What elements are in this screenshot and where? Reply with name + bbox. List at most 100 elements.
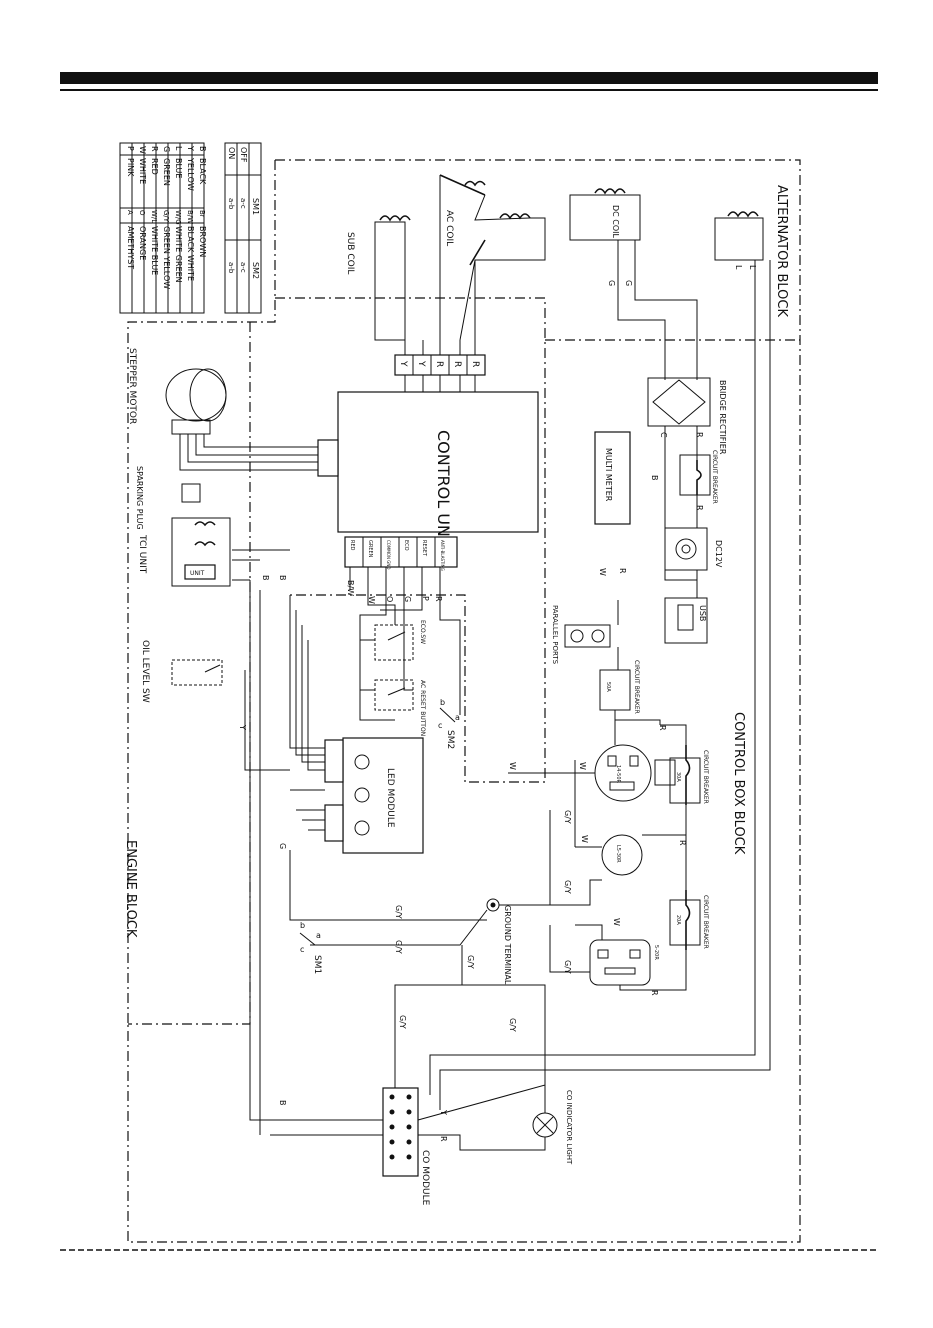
co-indicator-light: CO INDICATOR LIGHT — [532, 1090, 573, 1165]
parallel-ports: PARALLEL PORTS — [551, 605, 611, 665]
svg-text:Y: Y — [439, 1109, 448, 1115]
svg-text:GREEN: GREEN — [162, 158, 171, 186]
svg-text:YELLOW: YELLOW — [186, 157, 195, 191]
alternator-block-label: ALTERNATOR BLOCK — [774, 185, 789, 317]
svg-text:50A: 50A — [605, 682, 611, 692]
svg-text:G: G — [278, 843, 287, 849]
svg-text:L: L — [174, 146, 183, 151]
svg-text:G/Y: G/Y — [466, 955, 475, 969]
control-unit: CONTROL UNIT RED GREEN COMMON GND ECO RE… — [317, 391, 539, 571]
svg-text:SPARKING PLUG: SPARKING PLUG — [135, 466, 144, 530]
dc-coil: DC COIL — [569, 188, 641, 241]
svg-text:USB: USB — [698, 605, 707, 621]
svg-text:G: G — [403, 596, 412, 602]
eco-switch: ECO.SW — [374, 620, 426, 661]
svg-text:CIRCUIT BREAKER: CIRCUIT BREAKER — [702, 750, 709, 804]
svg-text:G/Y: G/Y — [162, 210, 170, 223]
svg-text:Y: Y — [238, 724, 247, 730]
ground-terminal: GROUND TERMINAL — [486, 898, 512, 985]
svg-text:COMMON GND: COMMON GND — [386, 540, 391, 569]
svg-text:GREEN: GREEN — [367, 540, 373, 558]
svg-text:30A: 30A — [675, 772, 681, 782]
svg-text:PARALLEL PORTS: PARALLEL PORTS — [551, 605, 559, 665]
oil-level-switch: OIL LEVEL SW — [140, 640, 223, 703]
circuit-breaker-dc: CIRCUIT BREAKER — [679, 450, 718, 504]
svg-text:W: W — [138, 146, 147, 154]
svg-text:B: B — [261, 575, 270, 581]
svg-text:ALTERNATOR BLOCK: ALTERNATOR BLOCK — [774, 185, 789, 317]
svg-text:AMETHYST: AMETHYST — [126, 226, 135, 269]
svg-text:GROUND TERMINAL: GROUND TERMINAL — [503, 905, 512, 985]
svg-text:G: G — [607, 280, 616, 286]
svg-text:C: C — [659, 432, 668, 438]
svg-text:DC COIL: DC COIL — [611, 205, 620, 239]
svg-text:G: G — [624, 280, 633, 286]
dc12v-socket: DC12V — [664, 527, 723, 571]
svg-text:UNIT: UNIT — [190, 570, 205, 577]
svg-text:L: L — [734, 265, 743, 270]
switch-state-table: SM1 SM2 OFF a-c a-c ON a-b a-b — [224, 142, 262, 314]
svg-text:R: R — [695, 505, 704, 511]
svg-text:WHITE BLUE: WHITE BLUE — [150, 226, 159, 275]
svg-text:W: W — [508, 762, 517, 770]
svg-text:R: R — [439, 1136, 448, 1142]
svg-text:R: R — [150, 146, 159, 152]
svg-text:L: L — [748, 265, 757, 270]
svg-text:SM2: SM2 — [445, 730, 455, 749]
outlet-5-20r: 5-20R — [589, 939, 659, 986]
svg-text:B/W: B/W — [346, 580, 355, 596]
svg-text:Br: Br — [198, 210, 206, 218]
svg-text:RESET: RESET — [421, 540, 427, 557]
svg-text:G/Y: G/Y — [394, 940, 403, 954]
svg-text:R: R — [650, 990, 659, 996]
svg-text:ECO: ECO — [403, 540, 409, 551]
svg-text:ENGINE BLOCK: ENGINE BLOCK — [123, 840, 138, 938]
control-box-block-label: CONTROL BOX BLOCK — [731, 712, 746, 855]
svg-text:G: G — [162, 146, 171, 152]
svg-text:ON: ON — [227, 147, 236, 159]
header-bar — [60, 72, 878, 84]
svg-text:a: a — [316, 931, 321, 940]
svg-text:W: W — [580, 835, 589, 843]
svg-text:a-b: a-b — [227, 198, 235, 210]
svg-text:Y: Y — [186, 145, 195, 151]
usb-port: USB — [664, 597, 708, 644]
svg-text:AC RESET BUTTON: AC RESET BUTTON — [419, 680, 426, 736]
led-module: LED MODULE — [324, 737, 424, 854]
stepper-motor: STEPPER MOTOR — [127, 348, 227, 435]
svg-text:c: c — [438, 721, 442, 730]
svg-text:L5-30R: L5-30R — [615, 845, 621, 863]
svg-text:BLACK WHITE: BLACK WHITE — [186, 226, 195, 281]
svg-text:5-20R: 5-20R — [653, 945, 659, 960]
svg-text:W: W — [612, 918, 621, 926]
circuit-breaker-50a: 50A CIRCUIT BREAKER — [599, 660, 640, 714]
svg-text:a-c: a-c — [239, 198, 247, 209]
svg-text:SM1: SM1 — [312, 955, 322, 974]
svg-text:Y: Y — [416, 360, 426, 367]
svg-text:c: c — [300, 945, 304, 954]
svg-text:ANTI-BLASTING: ANTI-BLASTING — [440, 540, 445, 571]
svg-text:CO MODULE: CO MODULE — [420, 1150, 430, 1206]
ac-coil: AC COIL — [439, 174, 546, 341]
svg-text:CIRCUIT BREAKER: CIRCUIT BREAKER — [711, 450, 718, 504]
svg-text:BROWN: BROWN — [198, 226, 207, 257]
svg-text:SM2: SM2 — [251, 262, 260, 279]
svg-text:a-b: a-b — [227, 262, 235, 274]
svg-text:a-c: a-c — [239, 262, 247, 273]
svg-text:ECO.SW: ECO.SW — [419, 620, 426, 644]
svg-text:LED MODULE: LED MODULE — [385, 768, 395, 828]
svg-text:G/Y: G/Y — [563, 960, 572, 974]
ac-reset-button: AC RESET BUTTON — [374, 679, 426, 736]
svg-text:Y: Y — [398, 360, 408, 367]
outer-block-border — [127, 159, 801, 1243]
svg-text:A: A — [126, 210, 134, 215]
svg-text:B: B — [650, 475, 659, 481]
svg-text:O: O — [138, 210, 146, 216]
svg-text:W: W — [598, 568, 607, 576]
svg-text:OIL LEVEL SW: OIL LEVEL SW — [140, 640, 150, 703]
svg-text:P: P — [126, 146, 135, 151]
sm1-switch: SM1 b a c — [299, 921, 322, 974]
svg-text:W/G: W/G — [174, 210, 182, 225]
sparking-plug: SPARKING PLUG — [135, 466, 201, 530]
